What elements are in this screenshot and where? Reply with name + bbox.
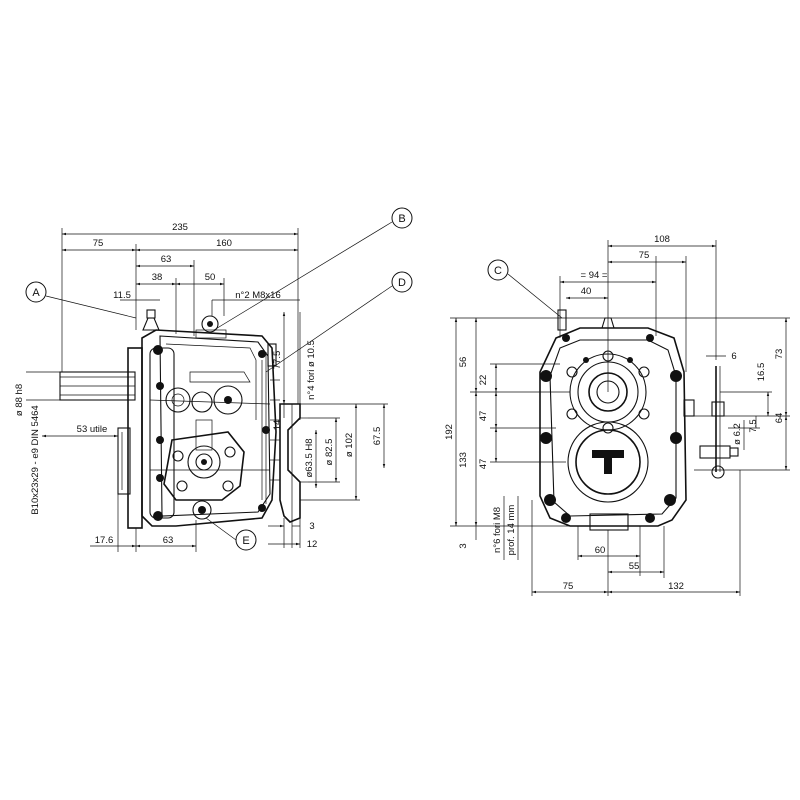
dim-108: 108 xyxy=(654,234,670,245)
dim-6-2: ø 6.2 xyxy=(732,423,743,445)
dim-47-b: 47 xyxy=(478,459,489,470)
dim-17-6: 17.6 xyxy=(95,535,114,546)
dim-73: 73 xyxy=(774,349,785,360)
callout-c-label: C xyxy=(494,265,502,277)
dim-102: ø 102 xyxy=(344,433,355,457)
output-shaft xyxy=(59,371,136,401)
dim-94: = 94 = xyxy=(581,270,608,281)
dim-53-utile: 53 utile xyxy=(77,424,108,435)
dim-47-a: 47 xyxy=(478,411,489,422)
dim-64: 64 xyxy=(774,413,785,424)
dim-75-bottom: 75 xyxy=(563,581,574,592)
callout-e: E xyxy=(205,517,257,551)
callout-c: C xyxy=(487,259,563,319)
callout-b-label: B xyxy=(398,213,405,225)
gearbox-front xyxy=(539,309,739,531)
dim-16-5: 16.5 xyxy=(756,363,767,382)
dim-75: 75 xyxy=(93,238,104,249)
dim-63-5-h8: ø63.5 H8 xyxy=(304,438,315,477)
dim-22: 22 xyxy=(478,375,489,386)
gearbox-housing xyxy=(141,309,308,527)
callout-d-label: D xyxy=(398,277,406,289)
side-view: 235 75 160 63 38 50 11.5 n°2 M8x16 77.5 … xyxy=(14,222,388,552)
callout-a: A xyxy=(25,281,137,319)
dim-50: 50 xyxy=(205,272,216,283)
callout-b: B xyxy=(213,207,413,331)
dim-63-top: 63 xyxy=(161,254,172,265)
dim-160: 160 xyxy=(216,238,232,249)
note-fori-10-5: n°4 fori ø 10.5 xyxy=(306,340,317,400)
dim-11-5: 11.5 xyxy=(113,290,131,301)
dim-67-5: 67.5 xyxy=(372,427,383,446)
front-view: 108 = 94 = 75 40 192 56 133 22 47 47 3 xyxy=(444,234,790,596)
dim-38: 38 xyxy=(152,272,163,283)
dim-63-bottom: 63 xyxy=(163,535,174,546)
callout-e-label: E xyxy=(242,535,249,547)
dim-55: 55 xyxy=(629,561,640,572)
dim-82-5: ø 82.5 xyxy=(324,439,335,466)
note-depth: prof. 14 mm xyxy=(506,505,517,556)
dim-75-top: 75 xyxy=(639,250,650,261)
dim-3-side: 3 xyxy=(309,521,314,532)
dim-3-front: 3 xyxy=(458,543,469,548)
dim-192: 192 xyxy=(444,424,455,440)
dim-133: 133 xyxy=(458,452,469,468)
dim-14: 14 xyxy=(272,420,283,431)
dim-6: 6 xyxy=(731,351,736,362)
dim-12: 12 xyxy=(307,539,318,550)
callout-d: D xyxy=(265,271,413,373)
note-fori-m8: n°6 fori M8 xyxy=(492,507,503,553)
dim-132: 132 xyxy=(668,581,684,592)
dim-77-5: 77.5 xyxy=(272,351,283,370)
dim-40: 40 xyxy=(581,286,592,297)
spline-spec: B10x23x29 - e9 DIN 5464 xyxy=(30,405,41,514)
dim-60: 60 xyxy=(595,545,606,556)
callout-a-label: A xyxy=(32,287,40,299)
dim-7-5: 7.5 xyxy=(748,419,759,432)
input-flange xyxy=(117,347,143,529)
shaft-diameter: ø 88 h8 xyxy=(14,384,25,416)
dim-56: 56 xyxy=(458,357,469,368)
dim-235: 235 xyxy=(172,222,188,233)
note-m8x16: n°2 M8x16 xyxy=(235,290,281,301)
